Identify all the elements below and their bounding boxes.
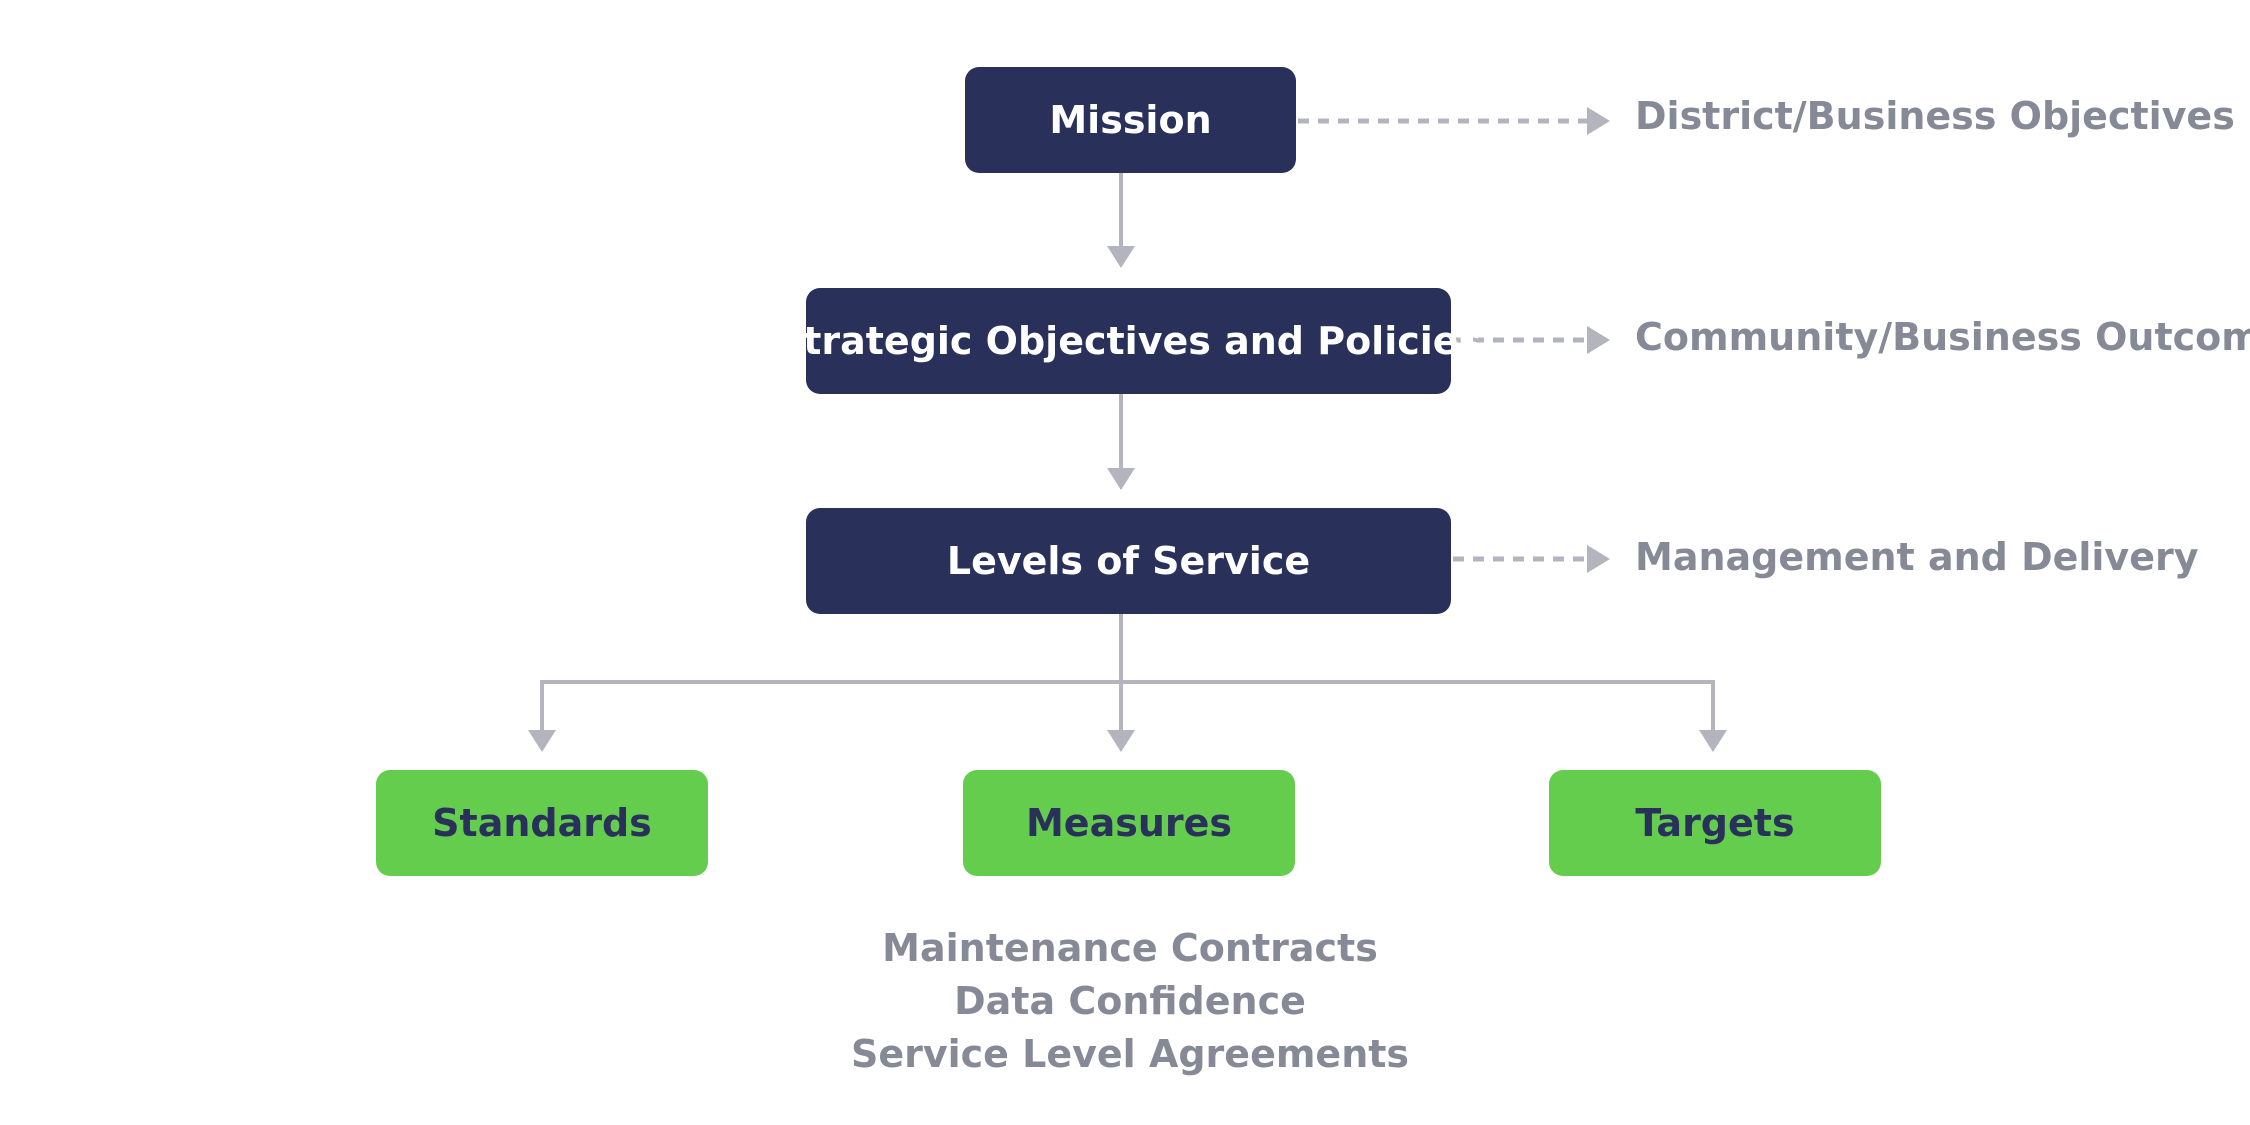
- dashed-arrowhead-levels: [1587, 545, 1610, 573]
- dashed-arrowhead-strategic: [1587, 326, 1610, 354]
- standards-label: Standards: [432, 801, 652, 845]
- targets-label: Targets: [1635, 801, 1795, 845]
- dashed-arrowhead-mission: [1587, 107, 1610, 135]
- strategic-objectives-box: Strategic Objectives and Policies: [776, 288, 1481, 394]
- arrowhead-measures: [1107, 730, 1135, 752]
- levels-of-service-label: Levels of Service: [946, 539, 1311, 583]
- levels-of-service-box: Levels of Service: [806, 508, 1451, 614]
- note-maintenance-contracts: Maintenance Contracts: [882, 926, 1378, 970]
- side-label-strategic: Community/Business Outcomes: [1635, 315, 2250, 359]
- arrowhead-targets: [1699, 730, 1727, 752]
- measures-notes: Maintenance Contracts Data Confidence Se…: [850, 922, 1410, 1081]
- mission-label: Mission: [1049, 98, 1212, 142]
- note-service-level-agreements: Service Level Agreements: [850, 1032, 1410, 1076]
- side-label-levels: Management and Delivery: [1635, 535, 2199, 579]
- mission-box: Mission: [965, 67, 1296, 173]
- side-label-mission: District/Business Objectives: [1635, 94, 2235, 138]
- arrowhead-standards: [528, 730, 556, 752]
- note-data-confidence: Data Confidence: [954, 979, 1306, 1023]
- targets-box: Targets: [1549, 770, 1881, 876]
- standards-box: Standards: [376, 770, 708, 876]
- measures-label: Measures: [1025, 801, 1233, 845]
- measures-box: Measures: [963, 770, 1295, 876]
- arrowhead-strategic: [1107, 246, 1135, 268]
- arrowhead-levels: [1107, 468, 1135, 490]
- strategic-objectives-label: Strategic Objectives and Policies: [775, 319, 1482, 363]
